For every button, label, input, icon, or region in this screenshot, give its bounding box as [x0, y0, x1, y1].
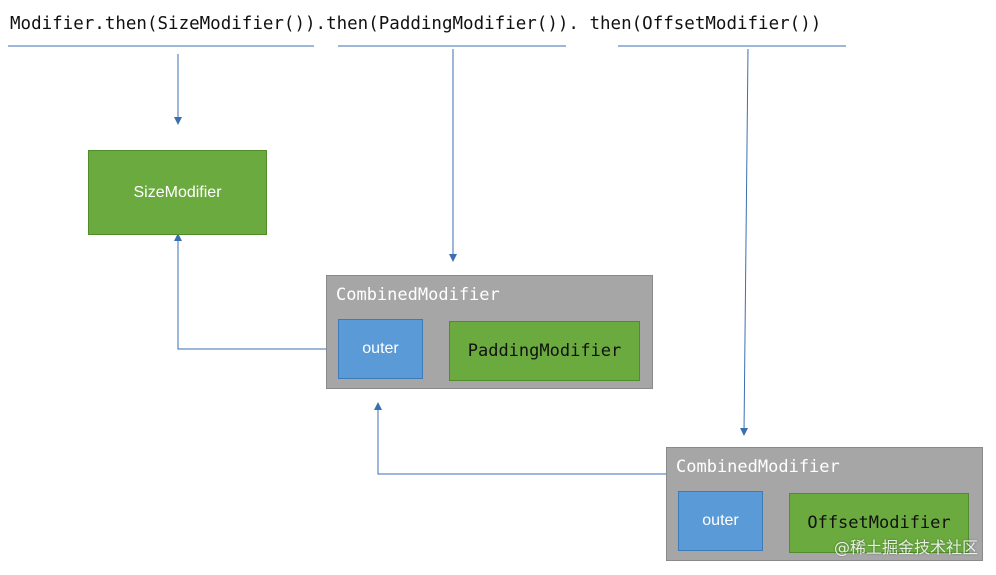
combined-modifier-1-outer-label: outer — [362, 340, 399, 357]
offset-modifier-box: OffsetModifier — [789, 493, 969, 553]
padding-modifier-box: PaddingModifier — [449, 321, 640, 381]
size-modifier-box: SizeModifier — [88, 150, 267, 235]
combined-modifier-1-title: CombinedModifier — [336, 285, 500, 305]
size-modifier-label: SizeModifier — [133, 183, 222, 201]
combined-modifier-2-outer-label: outer — [702, 512, 739, 529]
arrow-combined2-to-combined1 — [374, 402, 667, 475]
arrow-to-combined-2 — [740, 48, 749, 436]
arrow-outer-to-size-modifier — [174, 233, 338, 350]
padding-modifier-label: PaddingModifier — [467, 341, 622, 361]
combined-modifier-2-title: CombinedModifier — [676, 457, 840, 477]
code-expression: Modifier.then(SizeModifier()).then(Paddi… — [10, 14, 822, 34]
watermark-text: @稀土掘金技术社区 — [833, 538, 978, 557]
offset-modifier-label: OffsetModifier — [807, 513, 951, 533]
combined-modifier-1-outer: outer — [338, 319, 423, 379]
combined-modifier-2-outer: outer — [678, 491, 763, 551]
